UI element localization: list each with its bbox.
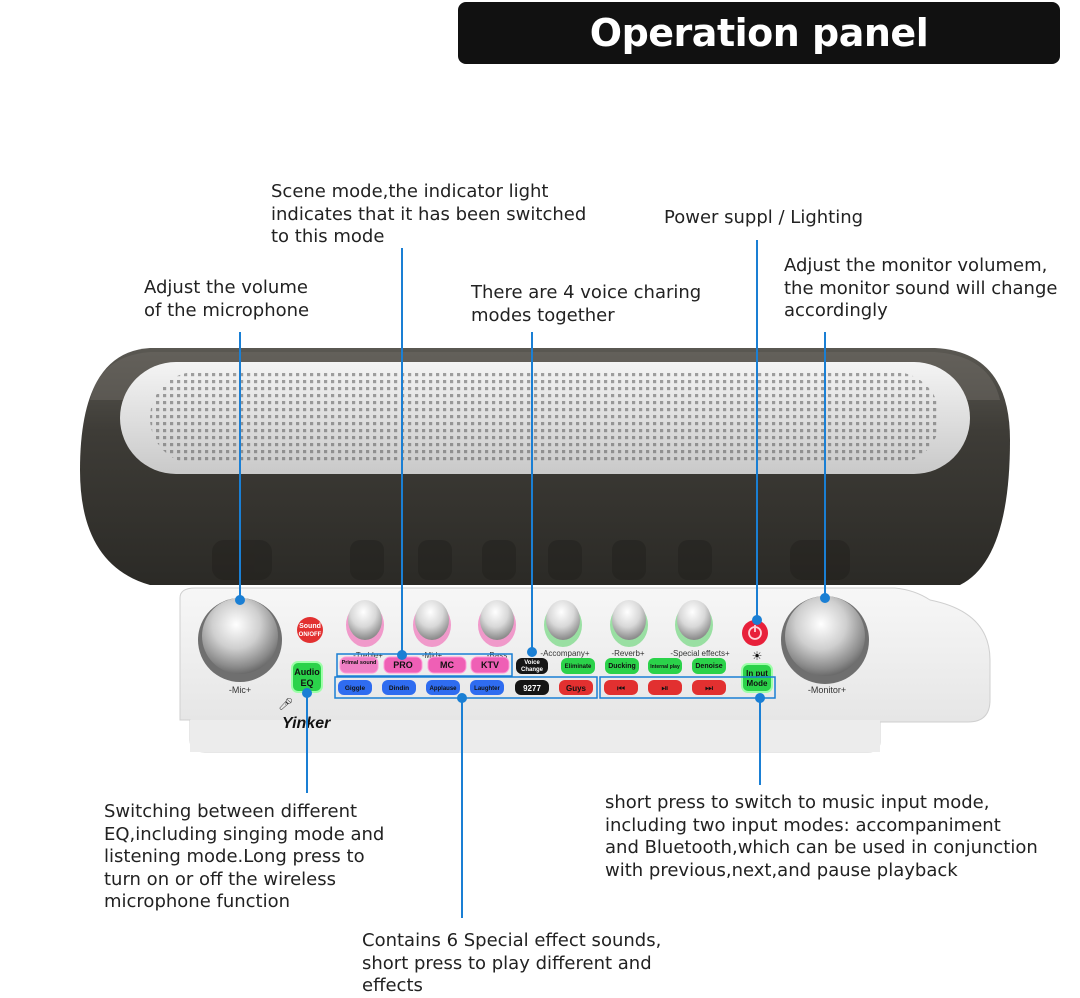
svg-text:9277: 9277 [523,684,541,693]
svg-text:Change: Change [521,667,544,673]
knob-labels: -Treble+ -Mid+ -Bass -Accompany+ -Reverb… [353,649,730,660]
svg-text:In put: In put [746,669,768,678]
svg-text:Dindin: Dindin [389,685,409,692]
monitor-label: -Monitor+ [808,685,846,695]
svg-text:Sound: Sound [299,623,321,630]
svg-text:Laughter: Laughter [474,686,500,692]
monitor-volume-knob [781,595,869,684]
svg-text:-Mid+: -Mid+ [422,651,443,660]
svg-text:-Bass: -Bass [487,651,507,660]
scene-mode-buttons: Primal sound PRO MC KTV [339,656,510,674]
callout-mic-volume: Adjust the volume of the microphone [144,277,310,321]
svg-text:-Special effects+: -Special effects+ [670,649,730,658]
svg-text:EQ: EQ [300,678,313,688]
next-icon: ⏭ [705,683,713,693]
svg-text:Internal play: Internal play [650,664,680,670]
callout-effects: Contains 6 Special effect sounds, short … [362,930,662,996]
microphone-icon: 🎤︎ [278,697,293,711]
effect-mode-buttons: Eliminate Ducking Internal play Denoise [561,658,726,674]
base-front [190,720,880,752]
page-title: Operation panel introduction [458,2,1060,117]
callout-eq: Switching between different EQ,including… [104,801,385,912]
mic-volume-knob [198,597,282,682]
mic-label: -Mic+ [229,685,251,695]
svg-text:Applause: Applause [429,686,457,692]
callout-input-mode: short press to switch to music input mod… [605,792,1038,881]
svg-text:Eliminate: Eliminate [565,664,592,670]
svg-text:ON/OFF: ON/OFF [299,632,322,638]
svg-text:Primal sound: Primal sound [342,660,377,666]
callout-voice-change: There are 4 voice charing modes together [471,282,702,326]
svg-text:KTV: KTV [481,660,499,670]
power-button [742,620,768,646]
input-mode-button: In put Mode [741,663,773,693]
svg-text:-Reverb+: -Reverb+ [611,649,644,658]
callout-scene-mode: Scene mode,the indicator light indicates… [271,181,587,247]
svg-text:MC: MC [440,660,454,670]
small-knobs [346,600,713,647]
svg-text:PRO: PRO [393,660,413,670]
svg-text:-Accompany+: -Accompany+ [540,649,589,658]
callout-monitor-volume: Adjust the monitor volumem, the monitor … [784,255,1058,321]
svg-text:Mode: Mode [747,679,768,688]
svg-text:Voice: Voice [524,660,540,666]
play-pause-icon: ⏯ [661,683,668,693]
svg-text:Denoise: Denoise [695,663,722,670]
prev-icon: ⏮ [617,683,625,693]
svg-text:Ducking: Ducking [608,663,636,670]
light-icon: ☀ [752,649,763,663]
special-effect-buttons: Giggle Dindin Applause Laughter 9277 Guy… [338,680,593,695]
callout-power: Power suppl / Lighting [664,207,864,228]
svg-text:Audio: Audio [294,667,320,677]
sound-onoff-button: Sound ON/OFF [297,617,323,643]
svg-text:Guys: Guys [566,684,587,693]
voice-change-button: Voice Change [516,658,548,674]
transport-buttons: ⏮ ⏯ ⏭ [604,680,726,695]
svg-text:Giggle: Giggle [345,685,366,692]
svg-text:-Treble+: -Treble+ [353,651,383,660]
